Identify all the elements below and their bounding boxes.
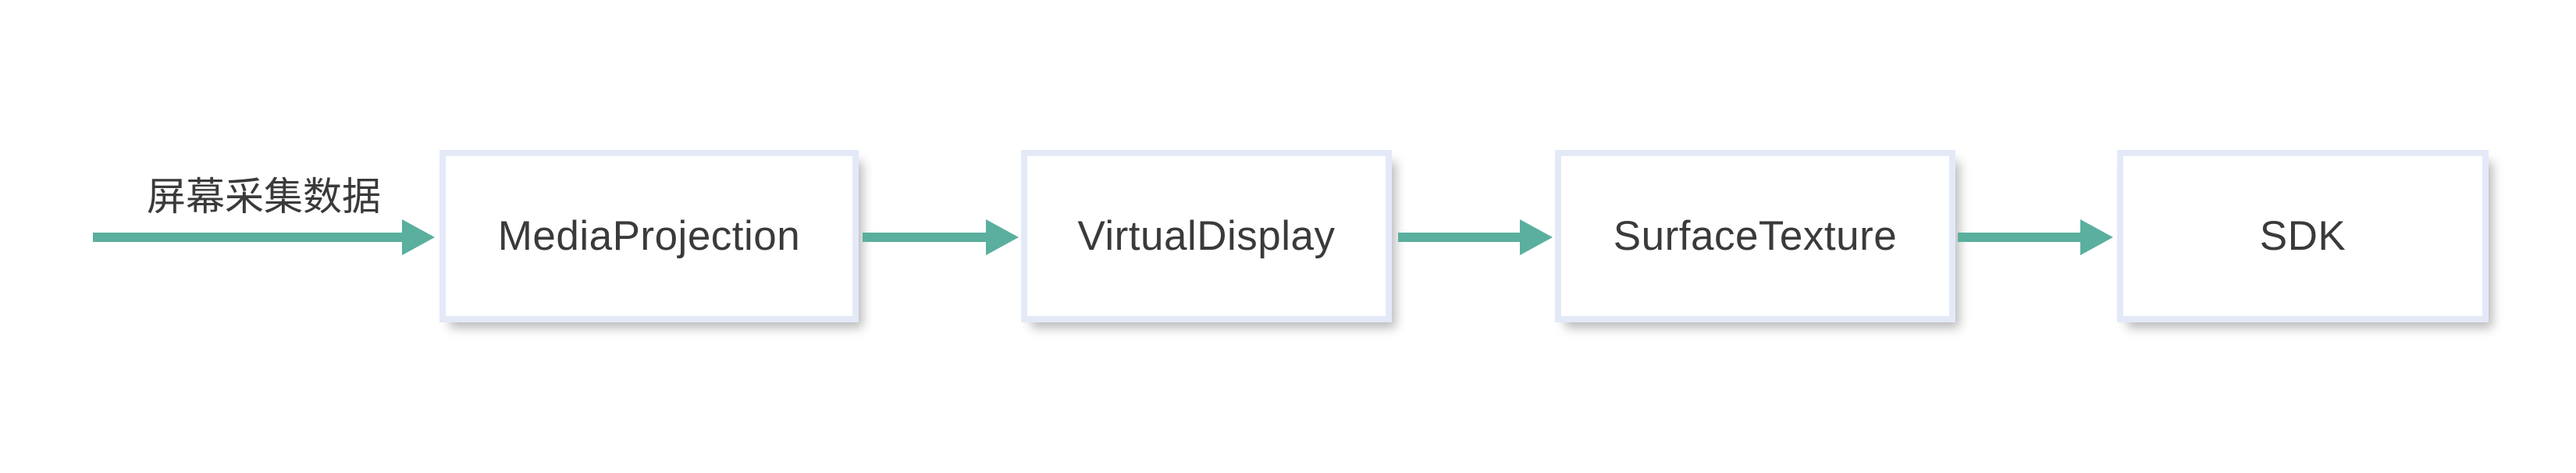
- node-label-sdk: SDK: [2259, 213, 2347, 259]
- arrow-input-to-mediaprojection: [93, 219, 435, 255]
- node-label-virtualdisplay: VirtualDisplay: [1077, 213, 1336, 259]
- arrow-shaft: [93, 233, 402, 242]
- arrowhead-icon: [986, 219, 1019, 255]
- arrow-shaft: [1398, 233, 1520, 242]
- input-arrow-label: 屏幕采集数据: [147, 175, 381, 219]
- node-label-mediaprojection: MediaProjection: [497, 213, 801, 259]
- arrow-shaft: [863, 233, 986, 242]
- arrow-mediaprojection-to-virtualdisplay: [863, 219, 1019, 255]
- node-label-surfacetexture: SurfaceTexture: [1613, 213, 1898, 259]
- arrowhead-icon: [2080, 219, 2113, 255]
- flow-node-virtualdisplay: VirtualDisplay: [1021, 150, 1392, 322]
- arrowhead-icon: [402, 219, 435, 255]
- flow-node-mediaprojection: MediaProjection: [439, 150, 859, 322]
- arrow-virtualdisplay-to-surfacetexture: [1398, 219, 1553, 255]
- flow-node-sdk: SDK: [2117, 150, 2489, 322]
- arrow-surfacetexture-to-sdk: [1958, 219, 2113, 255]
- arrowhead-icon: [1520, 219, 1553, 255]
- flow-node-surfacetexture: SurfaceTexture: [1555, 150, 1955, 322]
- arrow-shaft: [1958, 233, 2080, 242]
